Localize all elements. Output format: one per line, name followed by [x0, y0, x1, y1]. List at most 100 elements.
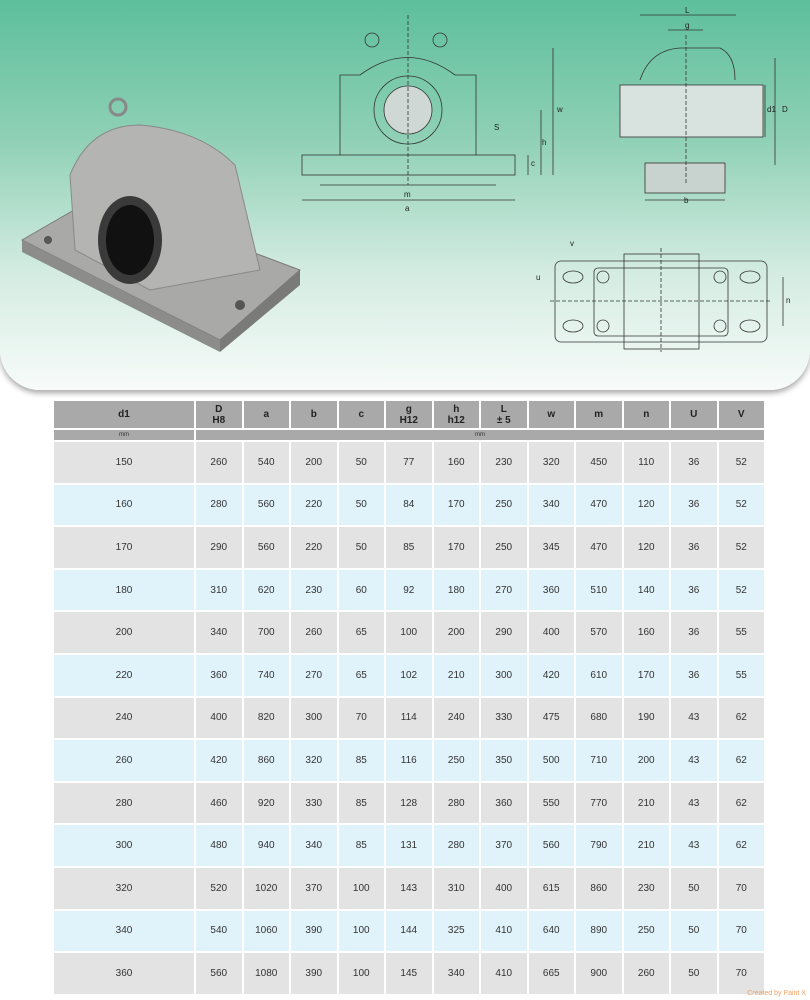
table-cell: 350 — [479, 738, 529, 783]
table-cell: 470 — [574, 482, 624, 528]
table-cell: 52 — [716, 567, 766, 613]
table-cell: 52 — [716, 482, 766, 528]
table-cell: 280 — [52, 780, 196, 826]
table-cell: 610 — [574, 652, 624, 698]
table-cell: 77 — [384, 440, 434, 485]
table-cell: 65 — [336, 652, 386, 698]
table-cell: 390 — [289, 908, 339, 954]
table-cell: 144 — [384, 908, 434, 954]
dim-label-a: a — [405, 204, 410, 213]
table-cell: 360 — [194, 652, 244, 698]
table-cell: 50 — [336, 440, 386, 485]
table-cell: 200 — [289, 440, 339, 485]
table-cell: 143 — [384, 865, 434, 911]
table-cell: 410 — [479, 908, 529, 954]
table-cell: 70 — [716, 865, 766, 911]
table-cell: 200 — [621, 738, 671, 783]
column-header-label: V — [737, 409, 745, 420]
table-cell: 50 — [669, 908, 719, 954]
table-cell: 210 — [621, 823, 671, 868]
table-cell: 290 — [194, 525, 244, 570]
table-cell: 100 — [384, 610, 434, 655]
table-cell: 500 — [526, 738, 576, 783]
column-header: n — [621, 399, 671, 430]
table-cell: 220 — [289, 525, 339, 570]
table-cell: 230 — [479, 440, 529, 485]
dim-label-D: D — [782, 105, 788, 114]
column-header: U — [669, 399, 719, 430]
table-cell: 540 — [194, 908, 244, 954]
table-cell: 680 — [574, 695, 624, 741]
column-header: m — [574, 399, 624, 430]
table-cell: 620 — [241, 567, 291, 613]
table-cell: 325 — [431, 908, 481, 954]
table-cell: 62 — [716, 780, 766, 826]
table-cell: 85 — [336, 738, 386, 783]
column-header: d1 — [52, 399, 196, 430]
table-cell: 475 — [526, 695, 576, 741]
pillow-block-photo — [20, 97, 301, 352]
table-cell: 70 — [716, 951, 766, 996]
table-cell: 1020 — [241, 865, 291, 911]
table-cell: 200 — [52, 610, 196, 655]
table-cell: 36 — [669, 482, 719, 528]
table-cell: 560 — [194, 951, 244, 996]
table-cell: 330 — [289, 780, 339, 826]
product-illustrations: m a w h c S L g d1 D b — [20, 6, 790, 352]
table-cell: 420 — [526, 652, 576, 698]
table-cell: 120 — [621, 525, 671, 570]
dim-label-h: h — [542, 138, 546, 147]
table-cell: 280 — [431, 780, 481, 826]
table-cell: 940 — [241, 823, 291, 868]
table-cell: 310 — [194, 567, 244, 613]
table-cell: 270 — [479, 567, 529, 613]
column-header-label: L — [500, 403, 507, 415]
header-banner: m a w h c S L g d1 D b — [0, 0, 810, 390]
table-cell: 570 — [574, 610, 624, 655]
dim-label-u: u — [536, 273, 540, 282]
table-cell: 43 — [669, 738, 719, 783]
table-cell: 460 — [194, 780, 244, 826]
table-cell: 160 — [621, 610, 671, 655]
column-header: V — [716, 399, 766, 430]
table-cell: 280 — [194, 482, 244, 528]
column-header-label: H12 — [399, 414, 418, 426]
table-cell: 50 — [669, 865, 719, 911]
table-cell: 230 — [621, 865, 671, 911]
dim-label-s: S — [494, 123, 499, 132]
table-cell: 400 — [526, 610, 576, 655]
table-cell: 340 — [289, 823, 339, 868]
table-cell: 62 — [716, 738, 766, 783]
table-cell: 300 — [289, 695, 339, 741]
table-cell: 410 — [479, 951, 529, 996]
table-cell: 250 — [621, 908, 671, 954]
table-cell: 65 — [336, 610, 386, 655]
table-cell: 70 — [716, 908, 766, 954]
table-cell: 160 — [52, 482, 196, 528]
table-cell: 360 — [479, 780, 529, 826]
table-cell: 128 — [384, 780, 434, 826]
dim-label-b: b — [684, 196, 689, 205]
table-cell: 150 — [52, 440, 196, 485]
table-cell: 43 — [669, 780, 719, 826]
table-cell: 790 — [574, 823, 624, 868]
dim-label-n: n — [786, 296, 790, 305]
column-header-label: H8 — [212, 414, 226, 426]
table-cell: 170 — [431, 482, 481, 528]
table-cell: 400 — [194, 695, 244, 741]
table-cell: 85 — [384, 525, 434, 570]
table-cell: 220 — [289, 482, 339, 528]
table-cell: 160 — [431, 440, 481, 485]
table-cell: 740 — [241, 652, 291, 698]
table-cell: 770 — [574, 780, 624, 826]
column-header-label: c — [358, 409, 365, 420]
